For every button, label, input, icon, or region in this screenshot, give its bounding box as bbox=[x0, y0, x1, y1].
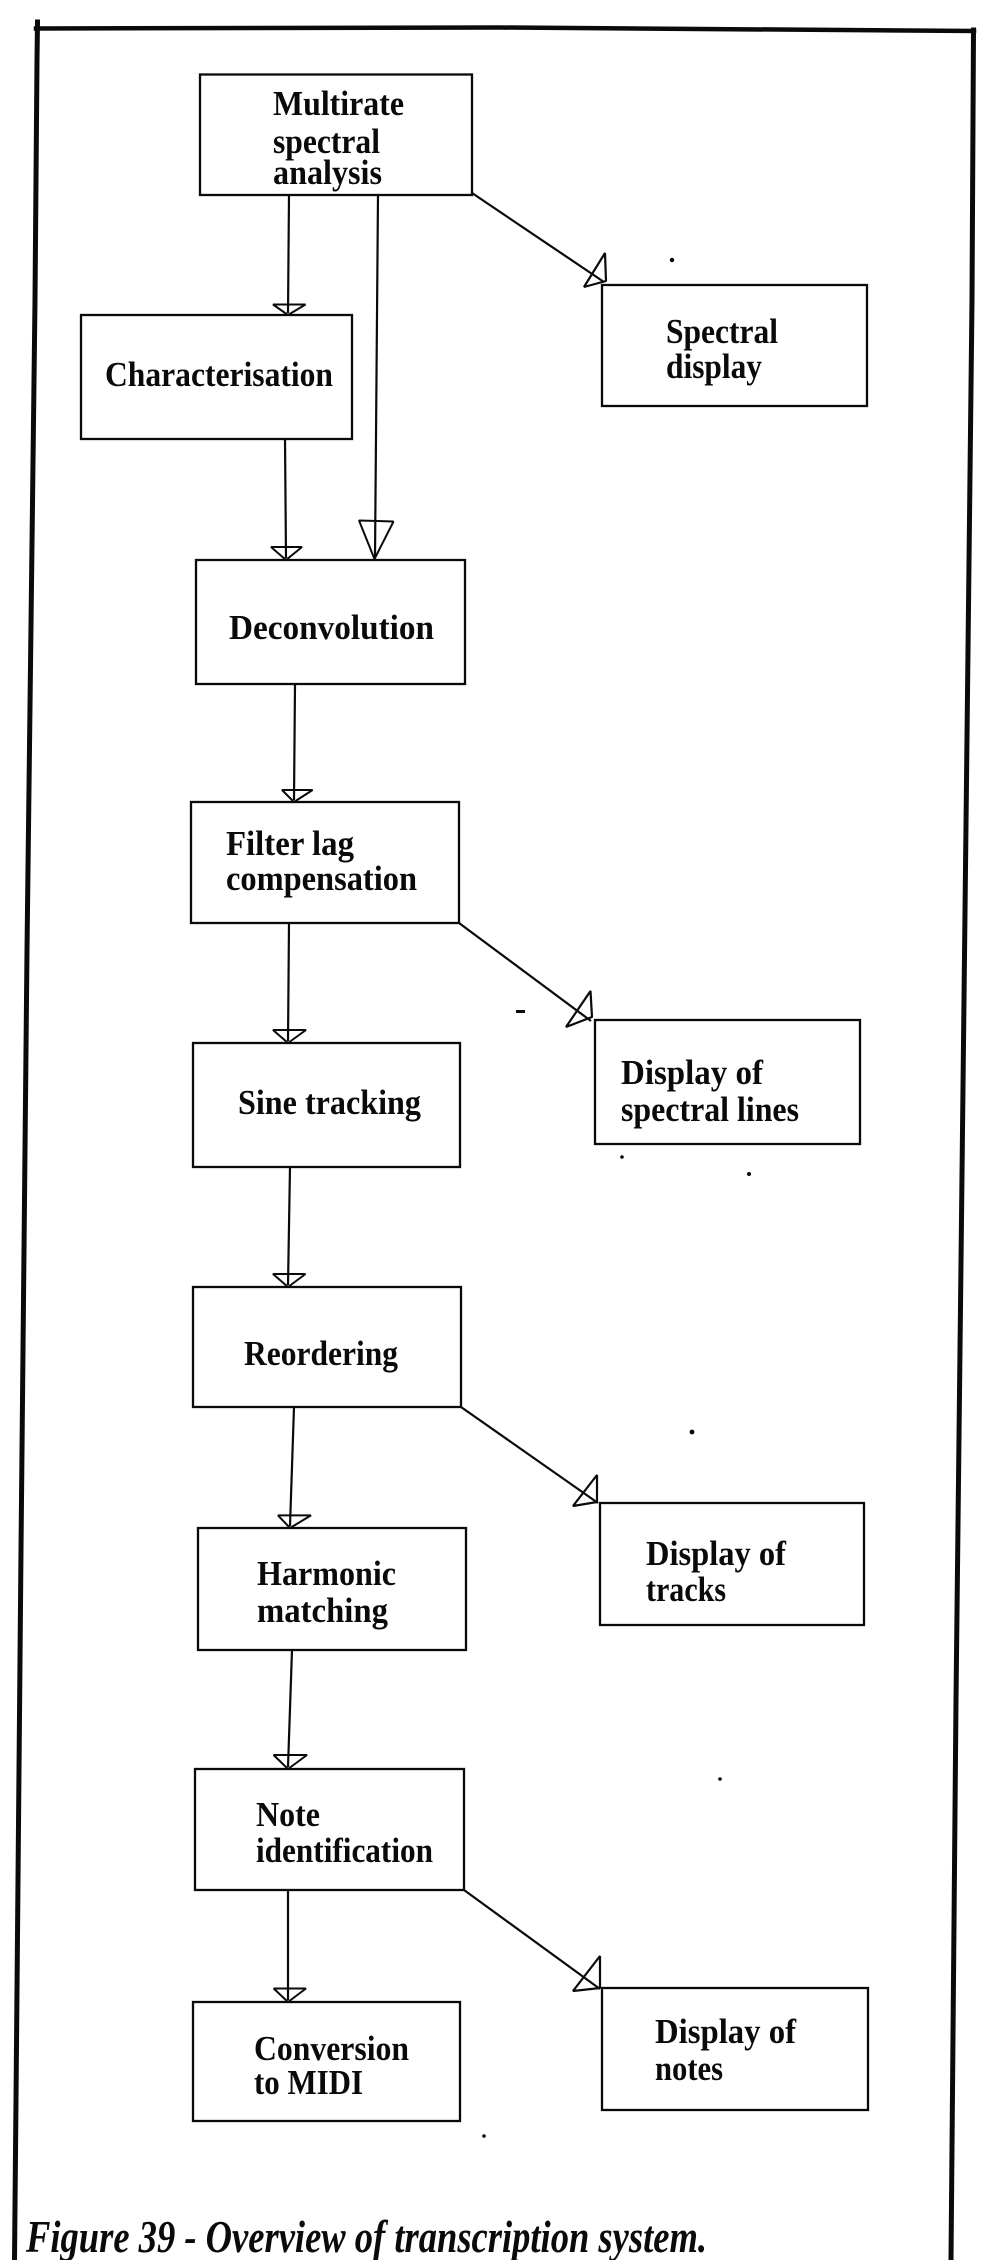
svg-text:Conversion: Conversion bbox=[254, 2029, 409, 2068]
svg-text:Note: Note bbox=[256, 1795, 320, 1834]
svg-text:spectral lines: spectral lines bbox=[621, 1090, 799, 1129]
svg-text:Multirate: Multirate bbox=[273, 84, 404, 123]
svg-text:display: display bbox=[666, 347, 762, 386]
svg-text:tracks: tracks bbox=[646, 1570, 726, 1609]
svg-text:Reordering: Reordering bbox=[244, 1334, 398, 1373]
svg-text:Filter lag: Filter lag bbox=[226, 824, 354, 863]
svg-text:to MIDI: to MIDI bbox=[254, 2063, 363, 2102]
svg-text:Display of: Display of bbox=[646, 1534, 786, 1573]
svg-text:Characterisation: Characterisation bbox=[105, 355, 333, 394]
svg-text:Sine tracking: Sine tracking bbox=[238, 1083, 421, 1122]
svg-text:Harmonic: Harmonic bbox=[257, 1554, 396, 1593]
svg-text:analysis: analysis bbox=[273, 153, 382, 192]
svg-text:compensation: compensation bbox=[226, 859, 417, 898]
svg-text:matching: matching bbox=[257, 1591, 388, 1630]
svg-text:Display of: Display of bbox=[655, 2012, 796, 2051]
svg-text:Figure 39 - Overview of transc: Figure 39 - Overview of transcription sy… bbox=[25, 2211, 707, 2260]
svg-text:notes: notes bbox=[655, 2049, 723, 2088]
svg-text:Display of: Display of bbox=[621, 1053, 763, 1092]
svg-text:identification: identification bbox=[256, 1831, 433, 1870]
svg-text:Spectral: Spectral bbox=[666, 312, 778, 351]
svg-text:Deconvolution: Deconvolution bbox=[229, 608, 434, 647]
svg-text:spectral: spectral bbox=[273, 122, 380, 161]
